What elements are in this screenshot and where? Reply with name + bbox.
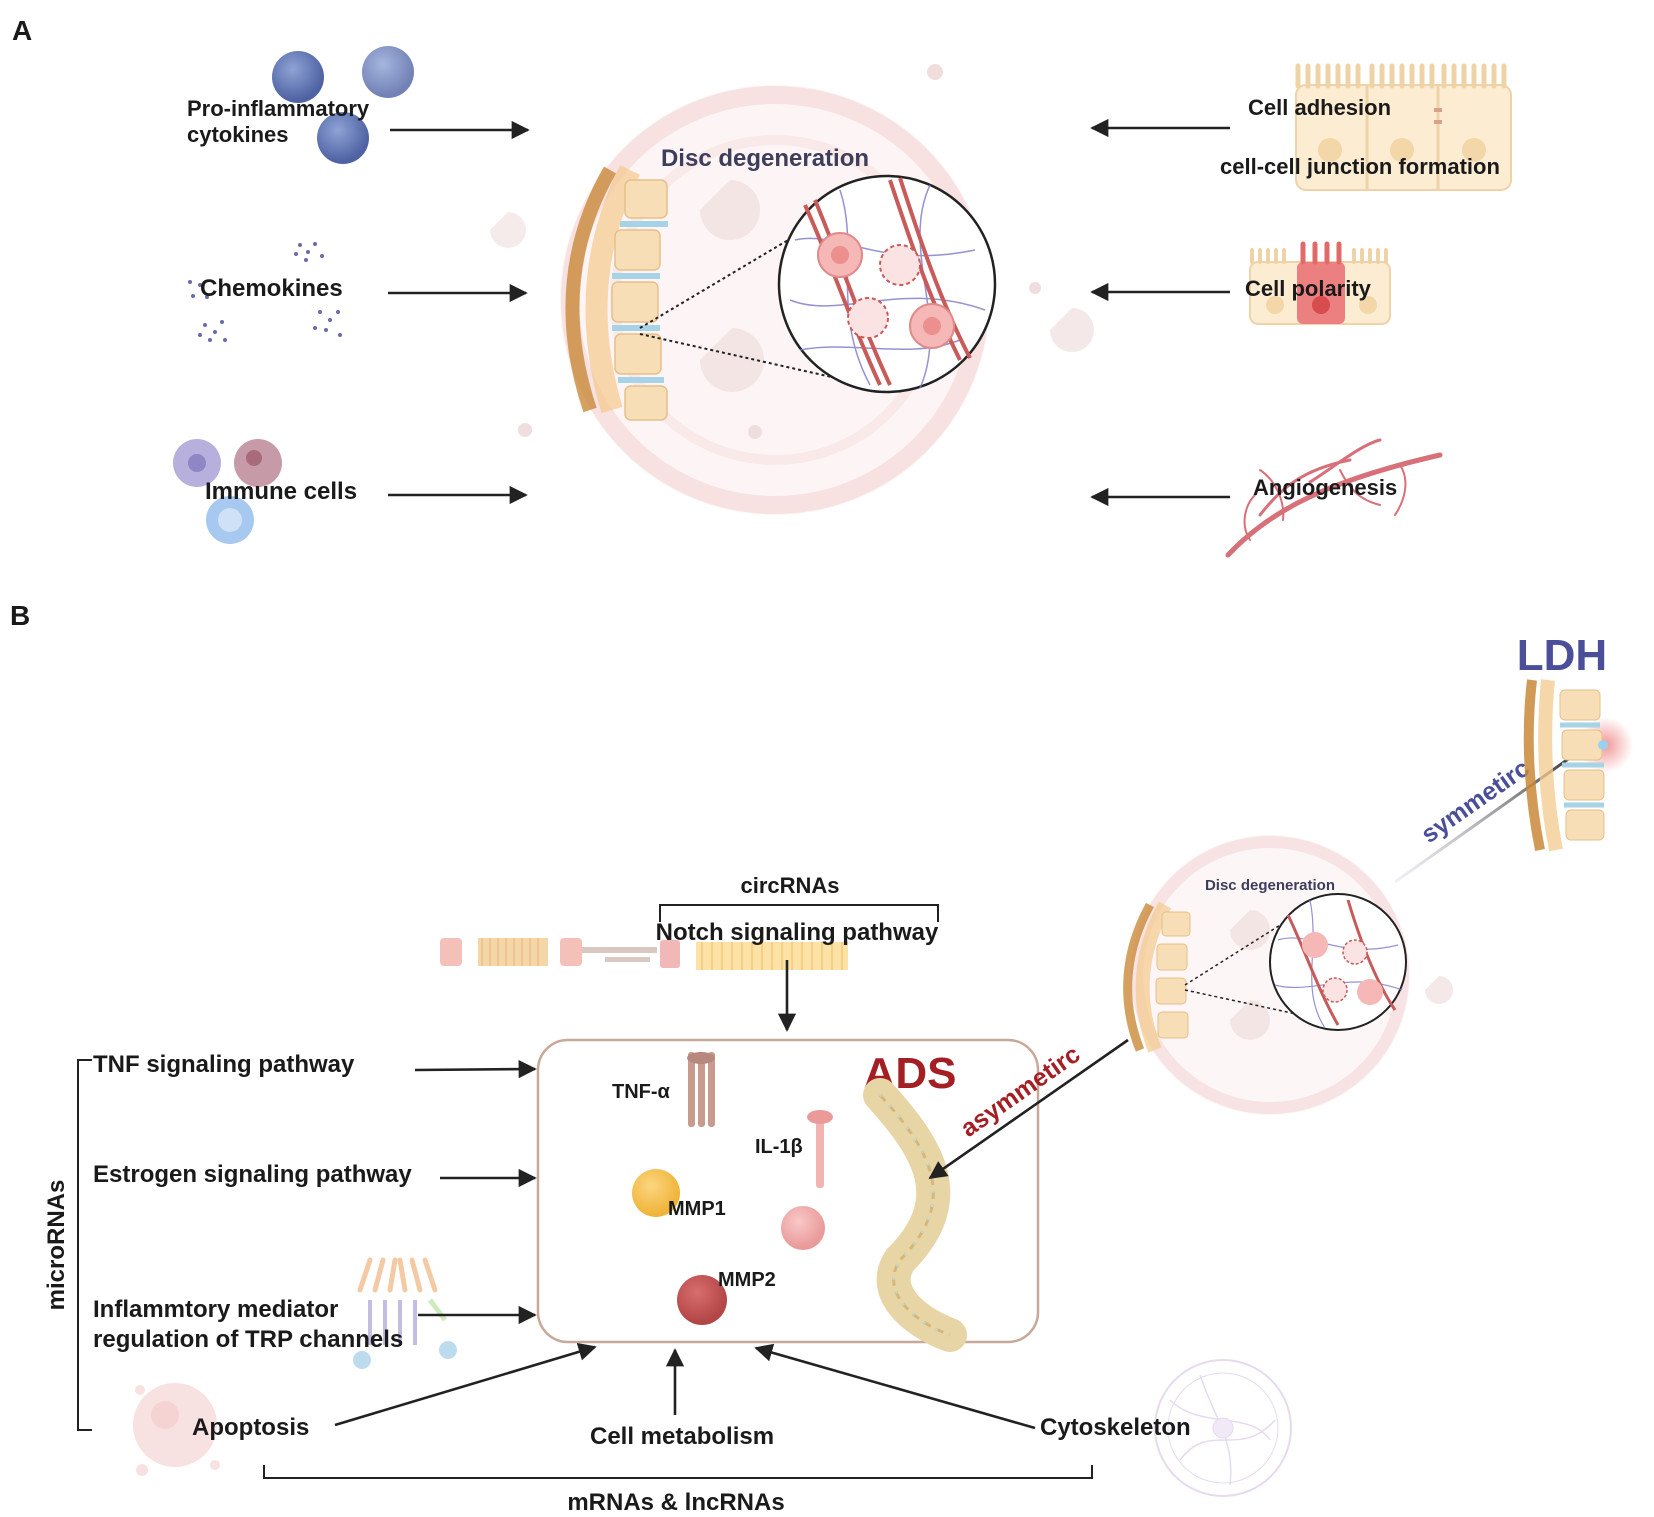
- label-pro-inflammatory: Pro-inflammatory: [187, 96, 370, 121]
- mrnas-bracket: [263, 1465, 1093, 1479]
- label-tnf-pathway: TNF signaling pathway: [93, 1051, 355, 1078]
- arrow-asymmetric-to-ads: [928, 1038, 1129, 1180]
- label-estrogen-pathway: Estrogen signaling pathway: [93, 1161, 412, 1188]
- arrow-tnf-to-ads: [414, 1060, 537, 1079]
- label-junction-formation: cell-cell junction formation: [1220, 154, 1500, 179]
- apoptotic-cell-icon: [133, 1383, 220, 1476]
- label-apoptosis: Apoptosis: [192, 1414, 309, 1441]
- label-notch-pathway: Notch signaling pathway: [656, 919, 939, 946]
- mmp1-sphere-icon: [632, 1169, 680, 1217]
- panel-b-letter: B: [10, 600, 30, 631]
- label-symmetirc: symmetirc: [1416, 754, 1535, 849]
- arrow-apoptosis-to-ads: [334, 1342, 597, 1427]
- label-cell-polarity: Cell polarity: [1245, 276, 1372, 301]
- disc-degeneration-title: Disc degeneration: [661, 145, 869, 172]
- il1b-receptor-icon: [807, 1110, 833, 1188]
- epithelial-cells-icon: [1295, 63, 1512, 191]
- cytoskeleton-cell-icon: [1154, 1359, 1292, 1497]
- label-cell-adhesion: Cell adhesion: [1248, 95, 1391, 120]
- label-micrornas: microRNAs: [43, 1180, 70, 1311]
- label-circrnas: circRNAs: [740, 873, 839, 898]
- label-trp-channels: regulation of TRP channels: [93, 1326, 403, 1353]
- arrow-cytoskeleton-to-ads: [754, 1343, 1036, 1430]
- notch-receptor-icon: [440, 938, 848, 970]
- label-il1b: IL-1β: [755, 1136, 803, 1158]
- label-mrnas-lncrnas: mRNAs & lncRNAs: [567, 1489, 784, 1516]
- label-mmp1: MMP1: [668, 1198, 726, 1220]
- label-cytokines: cytokines: [187, 122, 289, 147]
- label-tnf-alpha: TNF-α: [612, 1081, 671, 1103]
- arrow-symmetric-to-ldh: [1394, 743, 1589, 884]
- cytokine-spheres-icon: [272, 46, 414, 164]
- disc-illustration: [490, 64, 1094, 515]
- pink-sphere-icon: [781, 1206, 825, 1250]
- panel-a-letter: A: [12, 15, 32, 46]
- polarized-cells-icon: [1249, 241, 1391, 325]
- ldh-spine-icon: [1523, 679, 1633, 852]
- small-disc-title: Disc degeneration: [1205, 877, 1335, 894]
- curved-spine-icon: [863, 1078, 967, 1352]
- mmp2-sphere-icon: [677, 1275, 727, 1325]
- micrornas-bracket: [77, 1059, 92, 1431]
- label-inflammatory-mediator: Inflammtory mediator: [93, 1296, 338, 1323]
- label-immune-cells: Immune cells: [205, 478, 357, 505]
- tnf-receptor-icon: [687, 1052, 715, 1127]
- label-cell-metabolism: Cell metabolism: [590, 1423, 774, 1450]
- immune-cells-icon: [173, 439, 282, 544]
- small-disc-illustration: [1123, 835, 1453, 1115]
- label-angiogenesis: Angiogenesis: [1253, 475, 1397, 500]
- label-ldh: LDH: [1517, 631, 1607, 680]
- trp-channel-icon: [353, 1257, 457, 1369]
- blood-vessels-icon: [1225, 438, 1443, 558]
- label-mmp2: MMP2: [718, 1269, 776, 1291]
- circrnas-bracket: [659, 904, 939, 922]
- label-chemokines: Chemokines: [200, 275, 343, 302]
- chemokine-dots-icon: [188, 242, 342, 342]
- label-cytoskeleton: Cytoskeleton: [1040, 1414, 1191, 1441]
